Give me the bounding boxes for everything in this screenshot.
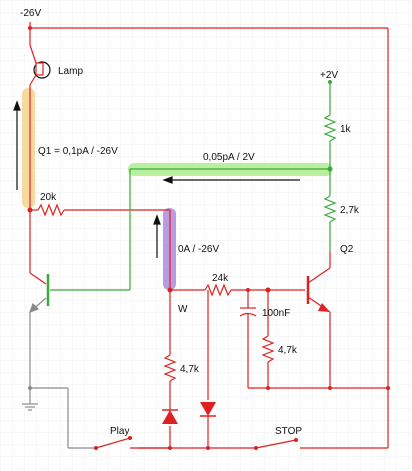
diode-stop bbox=[200, 402, 216, 416]
red-wires bbox=[29, 22, 389, 449]
label-stop: STOP bbox=[275, 426, 302, 437]
label-q2: Q2 bbox=[340, 244, 354, 255]
label-r1k: 1k bbox=[340, 124, 352, 135]
diode-play bbox=[162, 410, 178, 424]
lamp-symbol bbox=[29, 44, 51, 86]
label-mid-current: 0A / -26V bbox=[178, 244, 219, 255]
current-arrows bbox=[13, 100, 300, 258]
label-r47k-right: 4,7k bbox=[278, 345, 298, 356]
junction-dot-ground bbox=[28, 386, 32, 390]
label-r24k: 24k bbox=[212, 273, 229, 284]
q1-transistor bbox=[28, 274, 96, 449]
q2-emitter-arrow bbox=[318, 303, 330, 312]
label-r27k: 2,7k bbox=[340, 205, 360, 216]
label-r47k-left: 4,7k bbox=[180, 364, 200, 375]
label-lamp: Lamp bbox=[58, 66, 83, 77]
label-r20k: 20k bbox=[40, 192, 57, 203]
label-play: Play bbox=[110, 426, 129, 437]
label-neg26v: -26V bbox=[20, 8, 41, 19]
label-plus2v: +2V bbox=[320, 70, 338, 81]
junction-dots bbox=[27, 26, 390, 450]
highlight-q1-current bbox=[22, 88, 35, 208]
junction-dot-plus2 bbox=[328, 80, 332, 84]
label-w: W bbox=[178, 304, 188, 315]
label-q1-current: Q1 = 0,1pA / -26V bbox=[38, 146, 118, 157]
ground-symbol bbox=[22, 403, 38, 411]
junction-dot-green bbox=[327, 166, 333, 172]
label-top-current: 0,05pA / 2V bbox=[203, 152, 255, 163]
label-c100nf: 100nF bbox=[262, 308, 290, 319]
